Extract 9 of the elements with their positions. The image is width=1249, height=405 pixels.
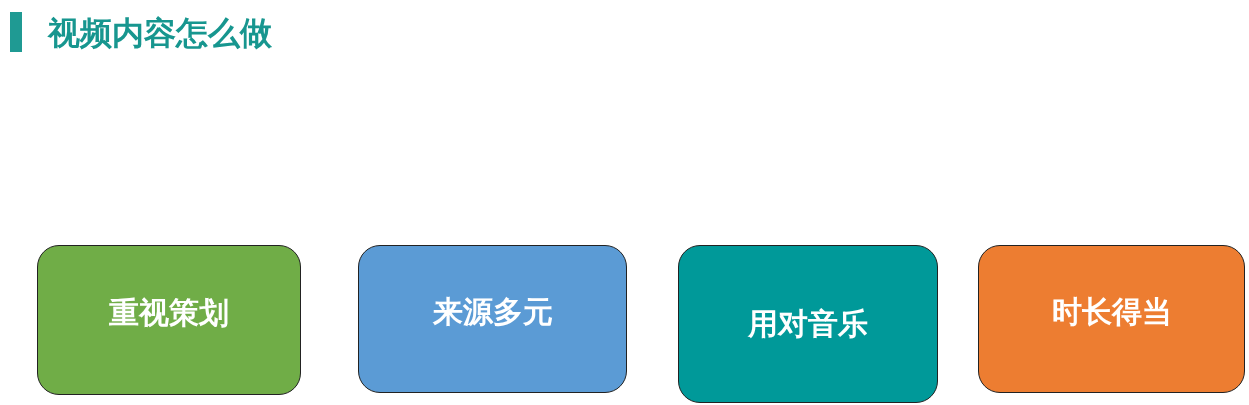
box-label: 来源多元 bbox=[432, 292, 553, 331]
rounded-box bbox=[678, 245, 938, 403]
box-label: 时长得当 bbox=[1051, 292, 1172, 331]
box-label: 用对音乐 bbox=[748, 304, 868, 343]
rounded-box bbox=[37, 245, 301, 395]
box-label: 重视策划 bbox=[109, 293, 229, 332]
title: 视频内容怎么做 bbox=[48, 13, 272, 54]
rounded-box bbox=[358, 245, 627, 393]
rounded-box bbox=[978, 245, 1245, 393]
